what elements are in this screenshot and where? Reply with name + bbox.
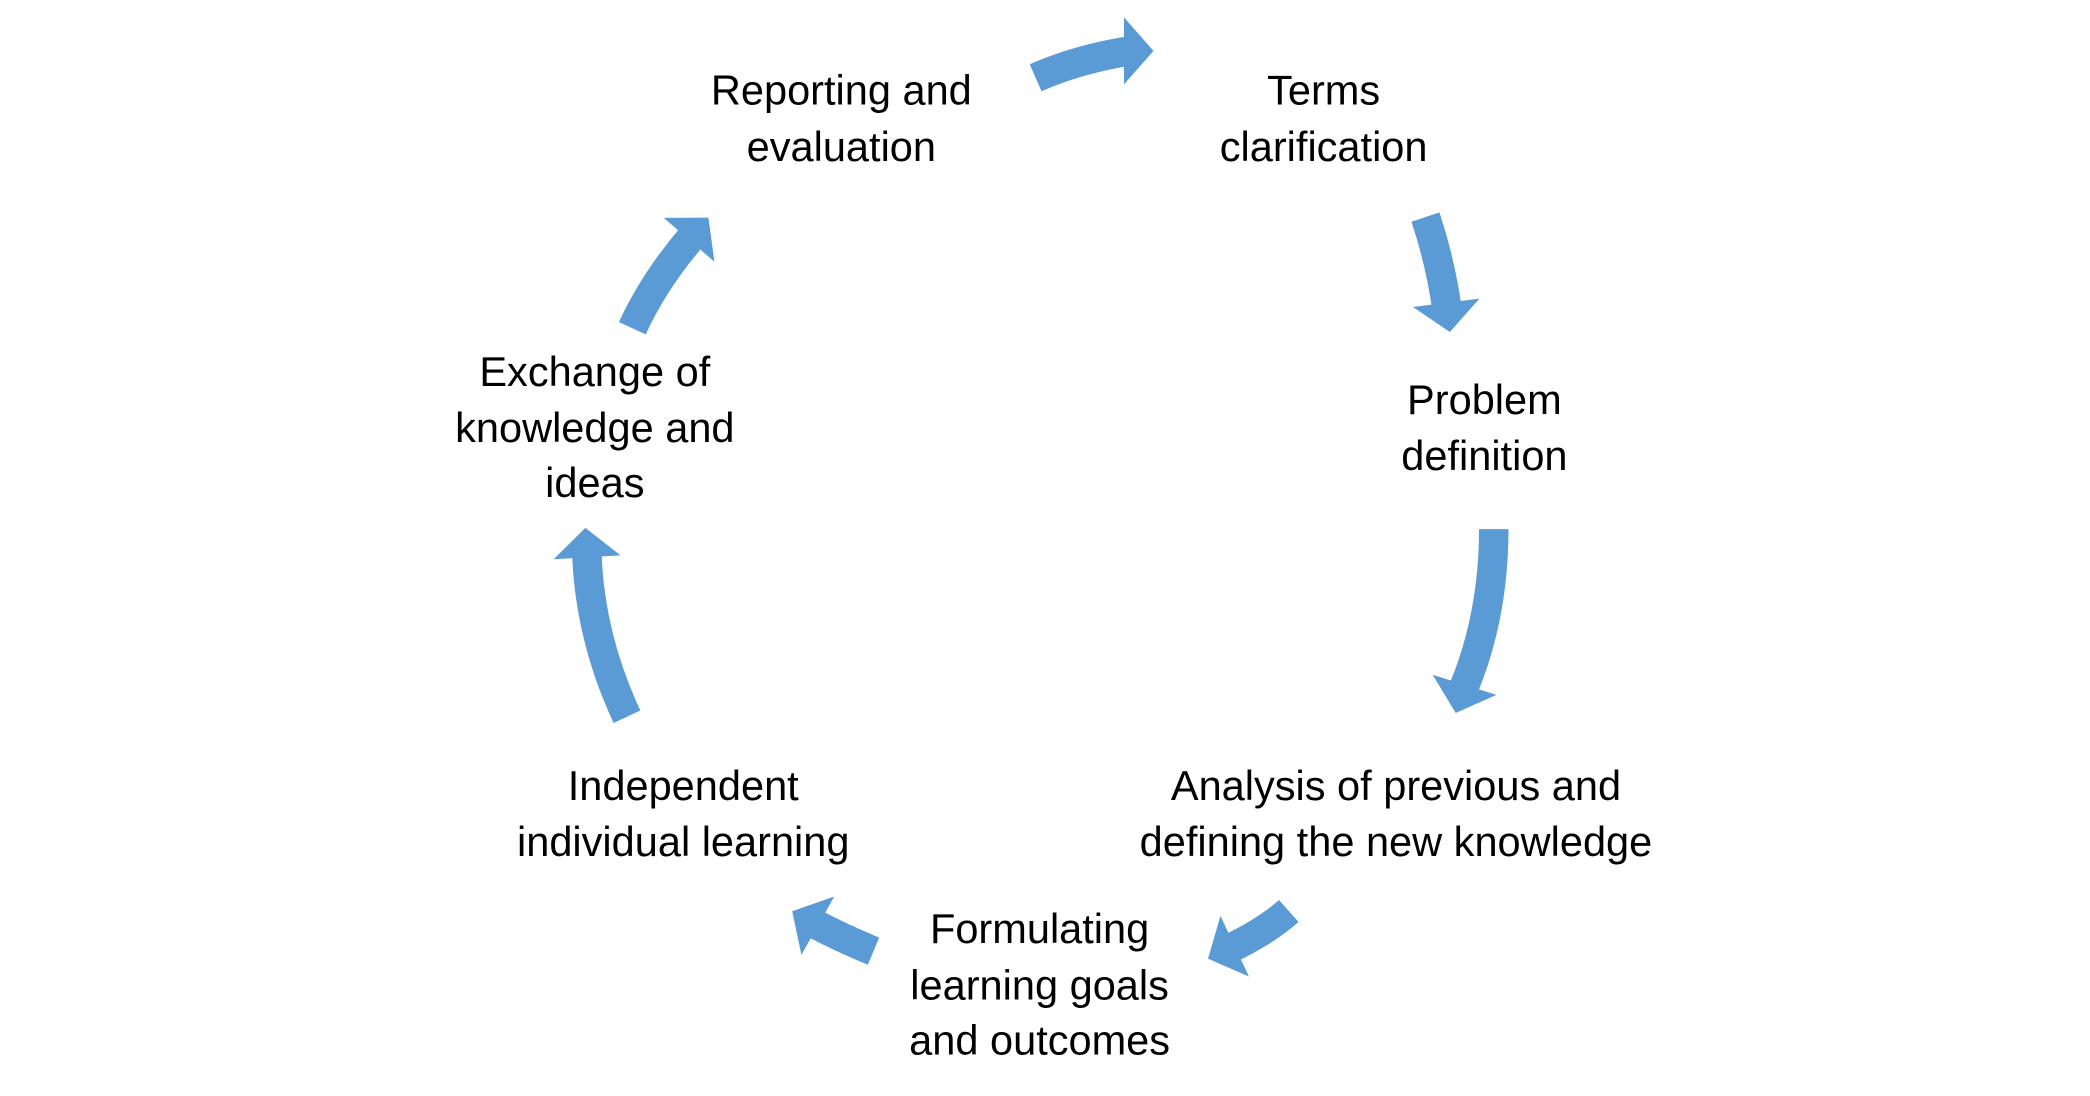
- node-label-line: and outcomes: [909, 1016, 1171, 1064]
- arrow-formulating-to-independent: [792, 896, 880, 965]
- arrow-shaft: [572, 551, 641, 723]
- arrowhead: [1124, 17, 1154, 85]
- arrowhead: [1208, 915, 1249, 977]
- node-label-line: Problem: [1407, 376, 1562, 424]
- arrowhead: [1432, 674, 1497, 713]
- node-label-line: individual learning: [517, 817, 850, 865]
- node-terms: Terms clarification: [1220, 63, 1428, 174]
- arrow-shaft: [1411, 212, 1462, 311]
- arrow-shaft: [1449, 529, 1509, 696]
- arrow-reporting-to-terms: [1029, 17, 1154, 92]
- arrow-problem-to-analysis: [1432, 529, 1509, 713]
- arrow-shaft: [1223, 899, 1299, 962]
- node-label-line: definition: [1401, 432, 1568, 479]
- node-problem: Problem definition: [1401, 372, 1567, 483]
- node-label-line: evaluation: [746, 122, 937, 170]
- arrowhead: [792, 896, 835, 955]
- node-label-line: learning goals: [910, 961, 1169, 1009]
- node-label-line: Analysis of previous and: [1170, 762, 1622, 810]
- arrowhead: [1412, 298, 1480, 333]
- node-label-line: Exchange of: [479, 348, 711, 396]
- node-exchange: Exchange of knowledge and ideas: [455, 344, 734, 511]
- arrow-shaft: [806, 909, 880, 965]
- node-formulating: Formulating learning goals and outcomes: [909, 902, 1170, 1069]
- node-independent: Independent individual learning: [517, 758, 849, 869]
- node-analysis: Analysis of previous and defining the ne…: [1140, 758, 1653, 869]
- arrow-exchange-to-reporting: [618, 217, 715, 335]
- arrow-analysis-to-formulating: [1208, 899, 1299, 977]
- arrow-independent-to-exchange: [553, 527, 641, 723]
- arrow-terms-to-problem: [1411, 212, 1480, 333]
- node-label-line: defining the new knowledge: [1139, 817, 1653, 865]
- node-label-line: clarification: [1219, 122, 1428, 170]
- node-label-line: Reporting and: [710, 66, 972, 114]
- arrow-shaft: [1029, 36, 1132, 92]
- arrowhead: [663, 217, 715, 262]
- node-label-line: Terms: [1267, 66, 1381, 114]
- arrow-shaft: [618, 226, 704, 335]
- node-label-line: ideas: [545, 459, 645, 507]
- node-label-line: knowledge and: [455, 403, 735, 451]
- node-reporting: Reporting and evaluation: [711, 63, 972, 174]
- arrowhead: [553, 527, 621, 560]
- node-label-line: Independent: [567, 762, 799, 810]
- node-label-line: Formulating: [929, 905, 1150, 953]
